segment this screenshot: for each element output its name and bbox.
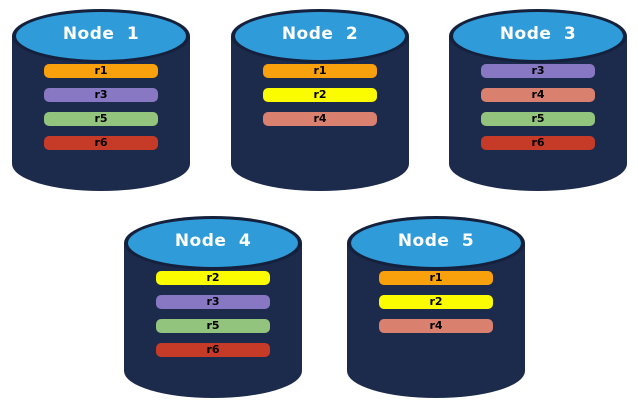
cylinder-top <box>235 12 405 60</box>
replica-bar-r4: r4 <box>379 319 493 333</box>
db-node-1: Node 1 r1 r3 r5 r6 <box>12 7 190 191</box>
cylinder-top <box>128 219 298 267</box>
replica-bar-r3: r3 <box>44 88 158 102</box>
replica-bar-r6: r6 <box>156 343 270 357</box>
replica-bar-r2: r2 <box>263 88 377 102</box>
replica-bar-r3: r3 <box>156 295 270 309</box>
cylinder-top <box>453 12 623 60</box>
node-label: Node 2 <box>281 24 359 44</box>
db-node-3: Node 3 r3 r4 r5 r6 <box>449 7 627 191</box>
replica-bar-r1: r1 <box>44 64 158 78</box>
replica-bar-r2: r2 <box>379 295 493 309</box>
replica-bar-r5: r5 <box>44 112 158 126</box>
replica-bar-r4: r4 <box>481 88 595 102</box>
replica-list: r1 r2 r4 <box>263 64 377 136</box>
node-label: Node 3 <box>499 24 577 44</box>
replica-list: r1 r3 r5 r6 <box>44 64 158 160</box>
cylinder-top <box>351 219 521 267</box>
replica-bar-r1: r1 <box>263 64 377 78</box>
node-label: Node 1 <box>62 24 140 44</box>
replica-bar-r2: r2 <box>156 271 270 285</box>
replica-list: r3 r4 r5 r6 <box>481 64 595 160</box>
replica-list: r2 r3 r5 r6 <box>156 271 270 367</box>
db-node-4: Node 4 r2 r3 r5 r6 <box>124 214 302 398</box>
cylinder-top <box>16 12 186 60</box>
node-label: Node 4 <box>174 231 252 251</box>
db-node-2: Node 2 r1 r2 r4 <box>231 7 409 191</box>
replica-bar-r4: r4 <box>263 112 377 126</box>
replica-bar-r6: r6 <box>44 136 158 150</box>
replica-bar-r6: r6 <box>481 136 595 150</box>
replica-bar-r5: r5 <box>156 319 270 333</box>
replica-bar-r1: r1 <box>379 271 493 285</box>
replica-bar-r5: r5 <box>481 112 595 126</box>
db-node-5: Node 5 r1 r2 r4 <box>347 214 525 398</box>
replica-list: r1 r2 r4 <box>379 271 493 343</box>
node-label: Node 5 <box>397 231 475 251</box>
replica-bar-r3: r3 <box>481 64 595 78</box>
